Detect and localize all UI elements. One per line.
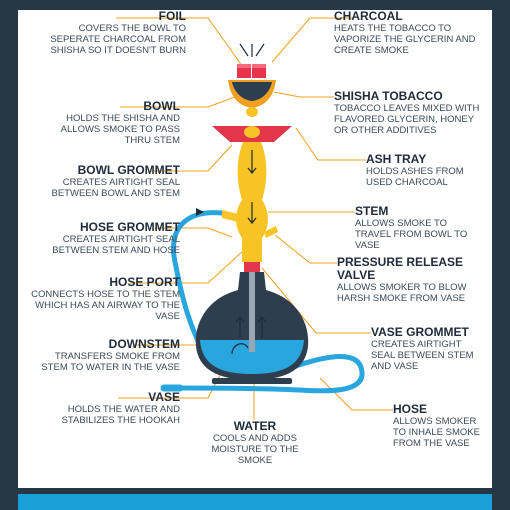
bowl-inner [232,82,272,101]
label-stem: STEM ALLOWS SMOKE TO TRAVEL FROM BOWL TO… [355,204,481,252]
leader-foil [116,17,246,71]
label-vase-grommet: VASE GROMMET CREATES AIRTIGHT SEAL BETWE… [371,325,479,373]
bottom-bar [18,494,492,510]
label-downstem: DOWNSTEM TRANSFERS SMOKE FROM STEM TO WA… [30,337,180,374]
charcoal-cubes [237,64,266,78]
vase-grommet-shape [244,262,260,272]
label-bowl-grommet-title: BOWL GROMMET [77,163,180,177]
label-downstem-title: DOWNSTEM [108,337,180,351]
label-charcoal-title: CHARCOAL [334,9,403,23]
valve-shape [264,226,278,238]
leader-bowl-grommet [150,144,233,172]
leader-pressure [274,234,337,264]
label-stem-desc: ALLOWS SMOKE TO TRAVEL FROM BOWL TO VASE [355,218,468,251]
label-hose: HOSE ALLOWS SMOKER TO INHALE SMOKE FROM … [393,402,489,450]
stem-arrows-icon [247,150,257,224]
label-water: WATER COOLS AND ADDS MOISTURE TO THE SMO… [200,419,310,467]
label-hose-grommet-title: HOSE GROMMET [79,220,180,234]
label-foil-title: FOIL [158,9,186,23]
label-stem-title: STEM [355,204,389,218]
label-vase: VASE HOLDS THE WATER AND STABILIZES THE … [40,390,180,427]
label-vase-grommet-desc: CREATES AIRTIGHT SEAL BETWEEN STEM AND V… [371,339,474,372]
label-bowl-grommet-desc: CREATES AIRTIGHT SEAL BETWEEN BOWL AND S… [51,177,180,199]
label-hose-title: HOSE [393,402,428,416]
label-hose-grommet: HOSE GROMMET CREATES AIRTIGHT SEAL BETWE… [40,220,180,257]
label-charcoal: CHARCOAL HEATS THE TOBACCO TO VAPORIZE T… [334,9,484,57]
leader-bowl [120,94,241,108]
downstem-shape [249,272,255,352]
leader-hose-port [130,250,244,284]
label-hose-grommet-desc: CREATES AIRTIGHT SEAL BETWEEN STEM AND H… [52,234,180,256]
label-charcoal-desc: HEATS THE TOBACCO TO VAPORIZE THE GLYCER… [334,23,476,56]
label-bowl-title: BOWL [143,99,180,113]
leader-charcoal [271,17,354,63]
label-bowl-grommet: BOWL GROMMET CREATES AIRTIGHT SEAL BETWE… [40,163,180,200]
label-shisha: SHISHA TOBACCO TOBACCO LEAVES MIXED WITH… [334,89,486,137]
label-shisha-desc: TOBACCO LEAVES MIXED WITH FLAVORED GLYCE… [334,103,480,136]
label-bowl-desc: HOLDS THE SHISHA AND ALLOWS SMOKE TO PAS… [60,113,180,146]
leader-shisha [273,91,334,98]
label-ash-tray: ASH TRAY HOLDS ASHES FROM USED CHARCOAL [366,152,484,189]
label-foil: FOIL COVERS THE BOWL TO SEPERATE CHARCOA… [30,9,186,57]
label-water-title: WATER [233,419,277,433]
hose-arrow-icon [196,208,204,216]
heat-arrows-icon [239,43,265,57]
ash-tray-center [244,126,260,138]
label-vase-title: VASE [148,390,180,404]
label-ash-tray-desc: HOLDS ASHES FROM USED CHARCOAL [366,166,464,188]
label-vase-desc: HOLDS THE WATER AND STABILIZES THE HOOKA… [61,404,180,426]
vase-base [212,378,292,384]
label-pressure-desc: ALLOWS SMOKER TO BLOW HARSH SMOKE FROM V… [337,282,467,304]
label-downstem-desc: TRANSFERS SMOKE FROM STEM TO WATER IN TH… [41,351,180,373]
label-hose-port-desc: CONNECTS HOSE TO THE STEM WHICH HAS AN A… [31,289,180,322]
leader-ash-tray [295,127,366,161]
label-pressure-title: PRESSURE RELEASE VALVE [337,255,464,282]
water-arrows-icon [231,316,267,355]
label-pressure: PRESSURE RELEASE VALVE ALLOWS SMOKER TO … [337,255,473,305]
bowl-neck [246,107,258,117]
label-hose-port-title: HOSE PORT [109,275,180,289]
label-shisha-title: SHISHA TOBACCO [334,89,443,103]
leader-vase-grommet [261,267,371,334]
label-water-desc: COOLS AND ADDS MOISTURE TO THE SMOKE [211,433,299,466]
label-hose-desc: ALLOWS SMOKER TO INHALE SMOKE FROM THE V… [393,416,480,449]
label-hose-port: HOSE PORT CONNECTS HOSE TO THE STEM WHIC… [30,275,180,323]
label-vase-grommet-title: VASE GROMMET [371,325,469,339]
leader-hose-grommet [155,227,233,238]
water-shape [200,340,304,374]
label-ash-tray-title: ASH TRAY [366,152,427,166]
label-bowl: BOWL HOLDS THE SHISHA AND ALLOWS SMOKE T… [40,99,180,147]
label-foil-desc: COVERS THE BOWL TO SEPERATE CHARCOAL FRO… [50,23,186,56]
hose-port-shape [222,210,238,222]
